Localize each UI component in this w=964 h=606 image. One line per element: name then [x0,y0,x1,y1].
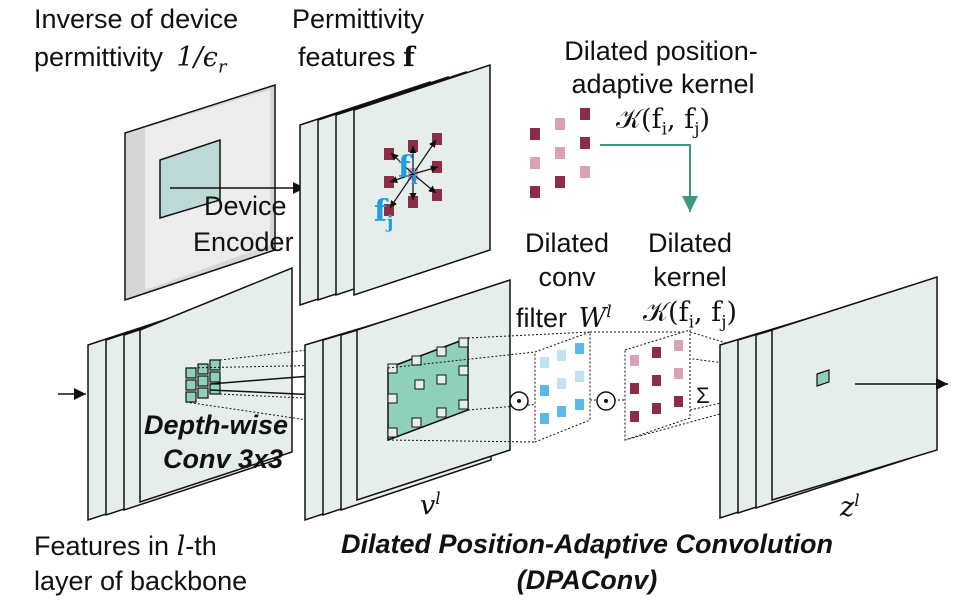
dilated-kernel-label-math: 𝒦(fi, fj) [642,297,738,333]
dilated-kernel-label-line2: kernel [653,262,727,292]
fj-label: fj [374,194,394,233]
dpaconv-title-line1: Dilated Position-Adaptive Convolution [341,529,833,559]
inverse-permittivity-label-text: permittivity [34,42,164,72]
permittivity-features-label-line2: features f [298,42,415,73]
permittivity-feature-stack [299,63,491,307]
features-label-line1: Features in l-th [34,531,217,562]
device-encoder-label-line2: Encoder [193,227,294,257]
vl-label: vl [420,489,441,521]
vl-feature-stack [304,278,511,522]
odot-operator-2 [596,391,616,411]
kernel-label-line2: adaptive kernel [571,69,755,99]
kernel-label-line1: Dilated position- [564,36,758,66]
fi-label: fi [398,150,418,189]
zl-label: zl [840,491,860,523]
kernel-label-math: 𝒦(fi, fj) [615,104,711,140]
depthwise-label-line1: Depth-wise [144,410,289,440]
dilated-conv-label-line2: conv [538,262,596,292]
zl-output-stack [719,275,948,520]
permittivity-input-panel [124,83,305,302]
backbone-feature-stack [58,266,293,522]
sigma-label: Σ [696,383,710,408]
device-encoder-label-line1: Device [204,191,287,221]
dilated-conv-filter [534,331,591,443]
permittivity-features-label-line1: Permittivity [292,4,425,34]
dilated-conv-label-line3: filter Wl [516,302,612,334]
dilated-kernel-label-line1: Dilated [647,228,733,258]
dilated-conv-label-line1: Dilated [524,228,610,258]
depthwise-label-line2: Conv 3x3 [163,444,284,474]
inverse-permittivity-label-line1: Inverse of device [34,4,239,34]
features-label-line2: layer of backbone [34,566,248,596]
dilated-kernel [624,329,691,441]
odot-operator-1 [509,391,529,411]
inverse-permittivity-label-line2: permittivity 1/ϵr [34,42,227,82]
dpaconv-title-line2: (DPAConv) [516,565,658,595]
inverse-permittivity-math: 1/ϵr [176,42,227,78]
position-adaptive-kernel [530,108,698,212]
